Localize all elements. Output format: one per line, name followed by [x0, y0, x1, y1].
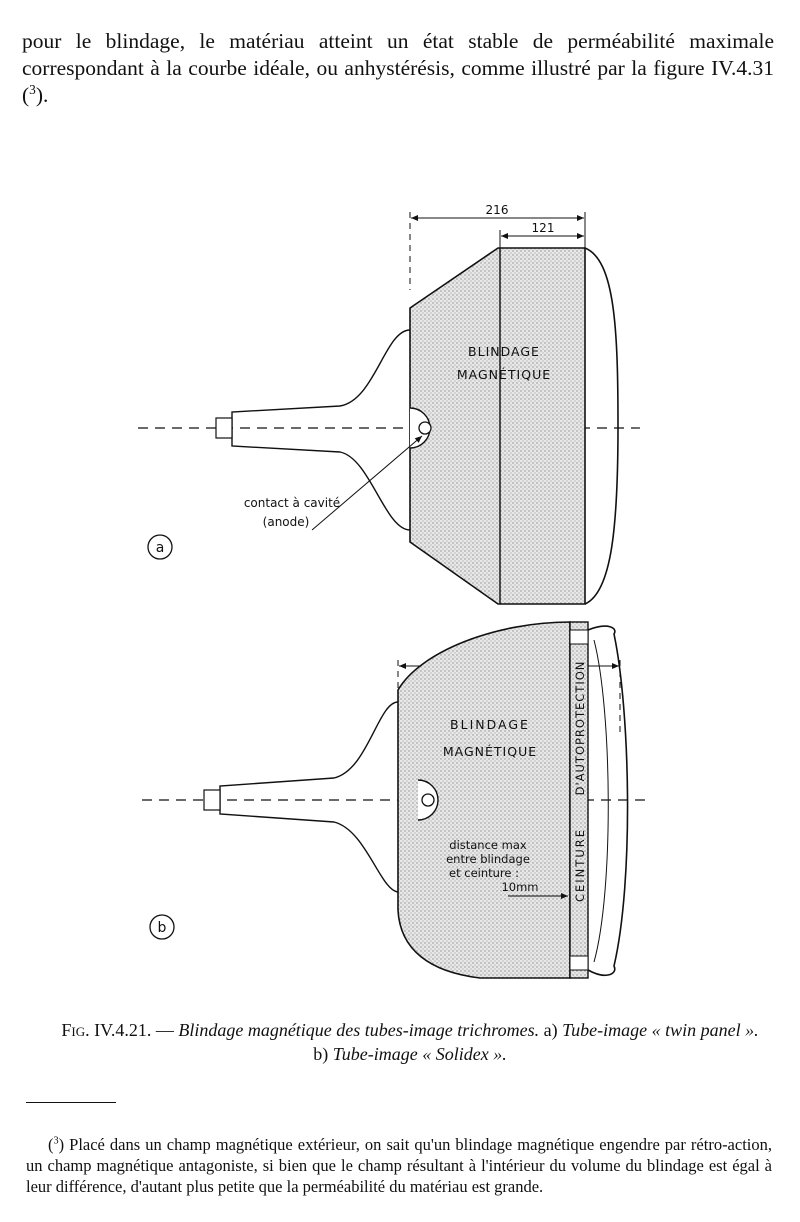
- distance-note-line1: distance max: [449, 838, 527, 852]
- caption-title: Blindage magnétique des tubes-image tric…: [178, 1020, 540, 1040]
- anode-contact-b-icon: [421, 793, 435, 807]
- shield-label-b-line1: BLINDAGE: [450, 717, 530, 732]
- belt-label-bottom: CEINTURE: [573, 828, 587, 902]
- shield-label-a-line2: MAGNÉTIQUE: [457, 367, 551, 382]
- contact-leader-line: [311, 435, 423, 531]
- figure-drawing: 216 121 BLINDAGE MAGNÉTIQUE cont: [138, 203, 648, 979]
- shield-label-a-line1: BLINDAGE: [468, 344, 540, 359]
- distance-note-line3: et ceinture :: [449, 866, 519, 880]
- footnote-separator: [26, 1102, 116, 1103]
- intro-paragraph: pour le blindage, le matériau atteint un…: [22, 28, 774, 109]
- tube-base-pins-b: [203, 789, 221, 811]
- anode-contact-icon: [418, 421, 432, 435]
- screen-face-a: [584, 247, 619, 605]
- tube-base-pins-a: [215, 417, 233, 439]
- figure-iv-4-21: 216 121 BLINDAGE MAGNÉTIQUE cont: [0, 190, 800, 990]
- caption-a-label: a): [539, 1020, 563, 1040]
- footnote-number: 3: [53, 1135, 59, 1146]
- intro-text: pour le blindage, le matériau atteint un…: [22, 28, 774, 107]
- caption-dash: —: [151, 1020, 179, 1040]
- distance-note-line4: 10mm: [501, 880, 538, 894]
- magnetic-shield-a: [409, 247, 586, 605]
- belt-clip-bottom: [569, 955, 589, 971]
- belt-clip-top: [569, 629, 589, 645]
- contact-label-line2: (anode): [263, 515, 310, 529]
- dimension-label-216: 216: [486, 203, 509, 217]
- dimension-label-121: 121: [532, 221, 555, 235]
- caption-a-text: Tube-image « twin panel ».: [562, 1020, 759, 1040]
- contact-label-line1: contact à cavité: [244, 496, 340, 510]
- footnote-reference[interactable]: 3: [29, 81, 36, 97]
- figure-b-marker: [149, 914, 175, 940]
- diagram-a-twin-panel: 216 121 BLINDAGE MAGNÉTIQUE cont: [138, 203, 640, 605]
- figure-a-marker: [147, 534, 173, 560]
- caption-b-label: b): [313, 1044, 333, 1064]
- caption-figure-number: Fig. IV.4.21.: [61, 1020, 152, 1040]
- protection-belt: [569, 621, 589, 979]
- caption-b-text: Tube-image « Solidex ».: [332, 1044, 507, 1064]
- shield-label-b-line2: MAGNÉTIQUE: [443, 744, 537, 759]
- screen-inner-b: [593, 639, 609, 963]
- figure-caption: Fig. IV.4.21. — Blindage magnétique des …: [60, 1018, 760, 1066]
- figure-b-letter: b: [158, 920, 167, 936]
- intro-tail: ).: [35, 82, 49, 107]
- tube-cone-outline-b: [219, 701, 399, 893]
- footnote: (3) Placé dans un champ magnétique extér…: [26, 1134, 772, 1196]
- belt-label-top: D'AUTOPROTECTION: [573, 661, 587, 796]
- distance-note-line2: entre blindage: [446, 852, 530, 866]
- footnote-text: Placé dans un champ magnétique extérieur…: [26, 1134, 772, 1196]
- figure-a-letter: a: [156, 540, 165, 556]
- screen-face-b: [587, 625, 629, 977]
- diagram-b-solidex: 280 BLINDAGE MAGNÉTIQUE D'AUTOP: [142, 621, 648, 979]
